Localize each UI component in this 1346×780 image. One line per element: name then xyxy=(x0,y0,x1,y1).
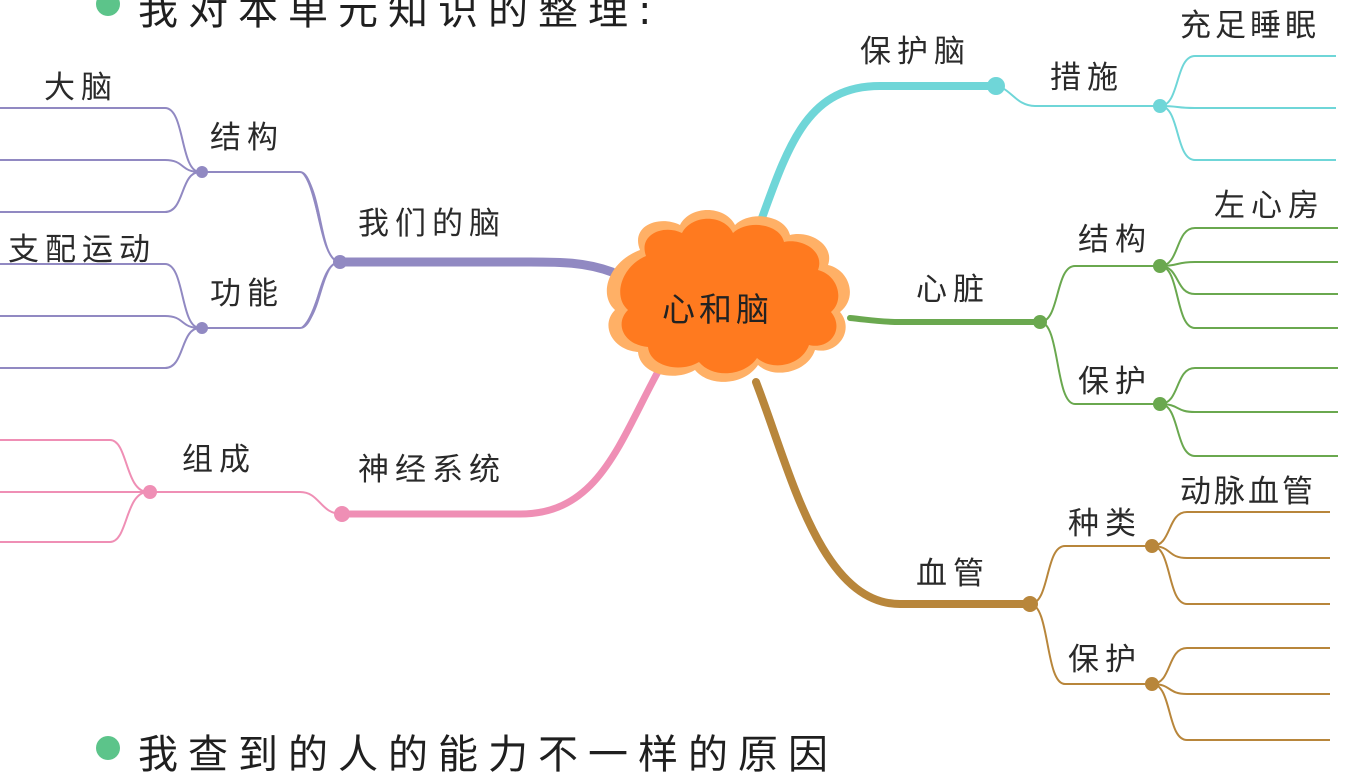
heart-branch-lines xyxy=(847,227,1338,457)
brain-branch-lines xyxy=(0,107,617,369)
heart-branch-nodes xyxy=(1033,259,1167,411)
protect-brain-measures-label: 措施 xyxy=(1050,60,1124,96)
center-cloud xyxy=(606,210,850,382)
heart-structure-leaf: 左心房 xyxy=(1214,188,1325,224)
vessel-types-label: 种类 xyxy=(1068,506,1142,542)
vessel-branch-nodes xyxy=(1022,539,1159,691)
bullet-dot-top xyxy=(96,0,120,16)
nerve-branch-lines xyxy=(0,364,664,543)
brain-function-leaf: 支配运动 xyxy=(8,232,156,268)
protect-brain-nodes xyxy=(987,77,1167,113)
vessel-protect-label: 保护 xyxy=(1068,642,1142,678)
brain-function-label: 功能 xyxy=(210,276,284,312)
protect-brain-label: 保护脑 xyxy=(860,34,971,70)
nerve-branch-nodes xyxy=(143,485,350,522)
brain-structure-leaf: 大脑 xyxy=(44,70,118,106)
vessel-branch-label: 血管 xyxy=(916,556,990,592)
heart-protect-label: 保护 xyxy=(1078,364,1152,400)
heart-branch-label: 心脏 xyxy=(916,272,990,308)
vessel-types-leaf: 动脉血管 xyxy=(1180,474,1316,510)
brain-structure-label: 结构 xyxy=(210,120,284,156)
protect-brain-measures-leaf: 充足睡眠 xyxy=(1180,8,1320,44)
nerve-composition-label: 组成 xyxy=(182,442,256,478)
heart-structure-label: 结构 xyxy=(1078,222,1152,258)
header-bottom-text: 我查到的人的能力不一样的原因 xyxy=(138,732,838,778)
mind-map-lines xyxy=(0,55,1338,741)
center-label: 心和脑 xyxy=(662,290,773,329)
bullet-dot-bottom xyxy=(96,736,120,760)
vessel-branch-lines xyxy=(752,378,1330,741)
brain-branch-nodes xyxy=(196,166,347,334)
brain-branch-label: 我们的脑 xyxy=(358,206,506,242)
nerve-branch-label: 神经系统 xyxy=(358,452,506,488)
header-top-text: 我对本单元知识的整理: xyxy=(138,0,662,34)
